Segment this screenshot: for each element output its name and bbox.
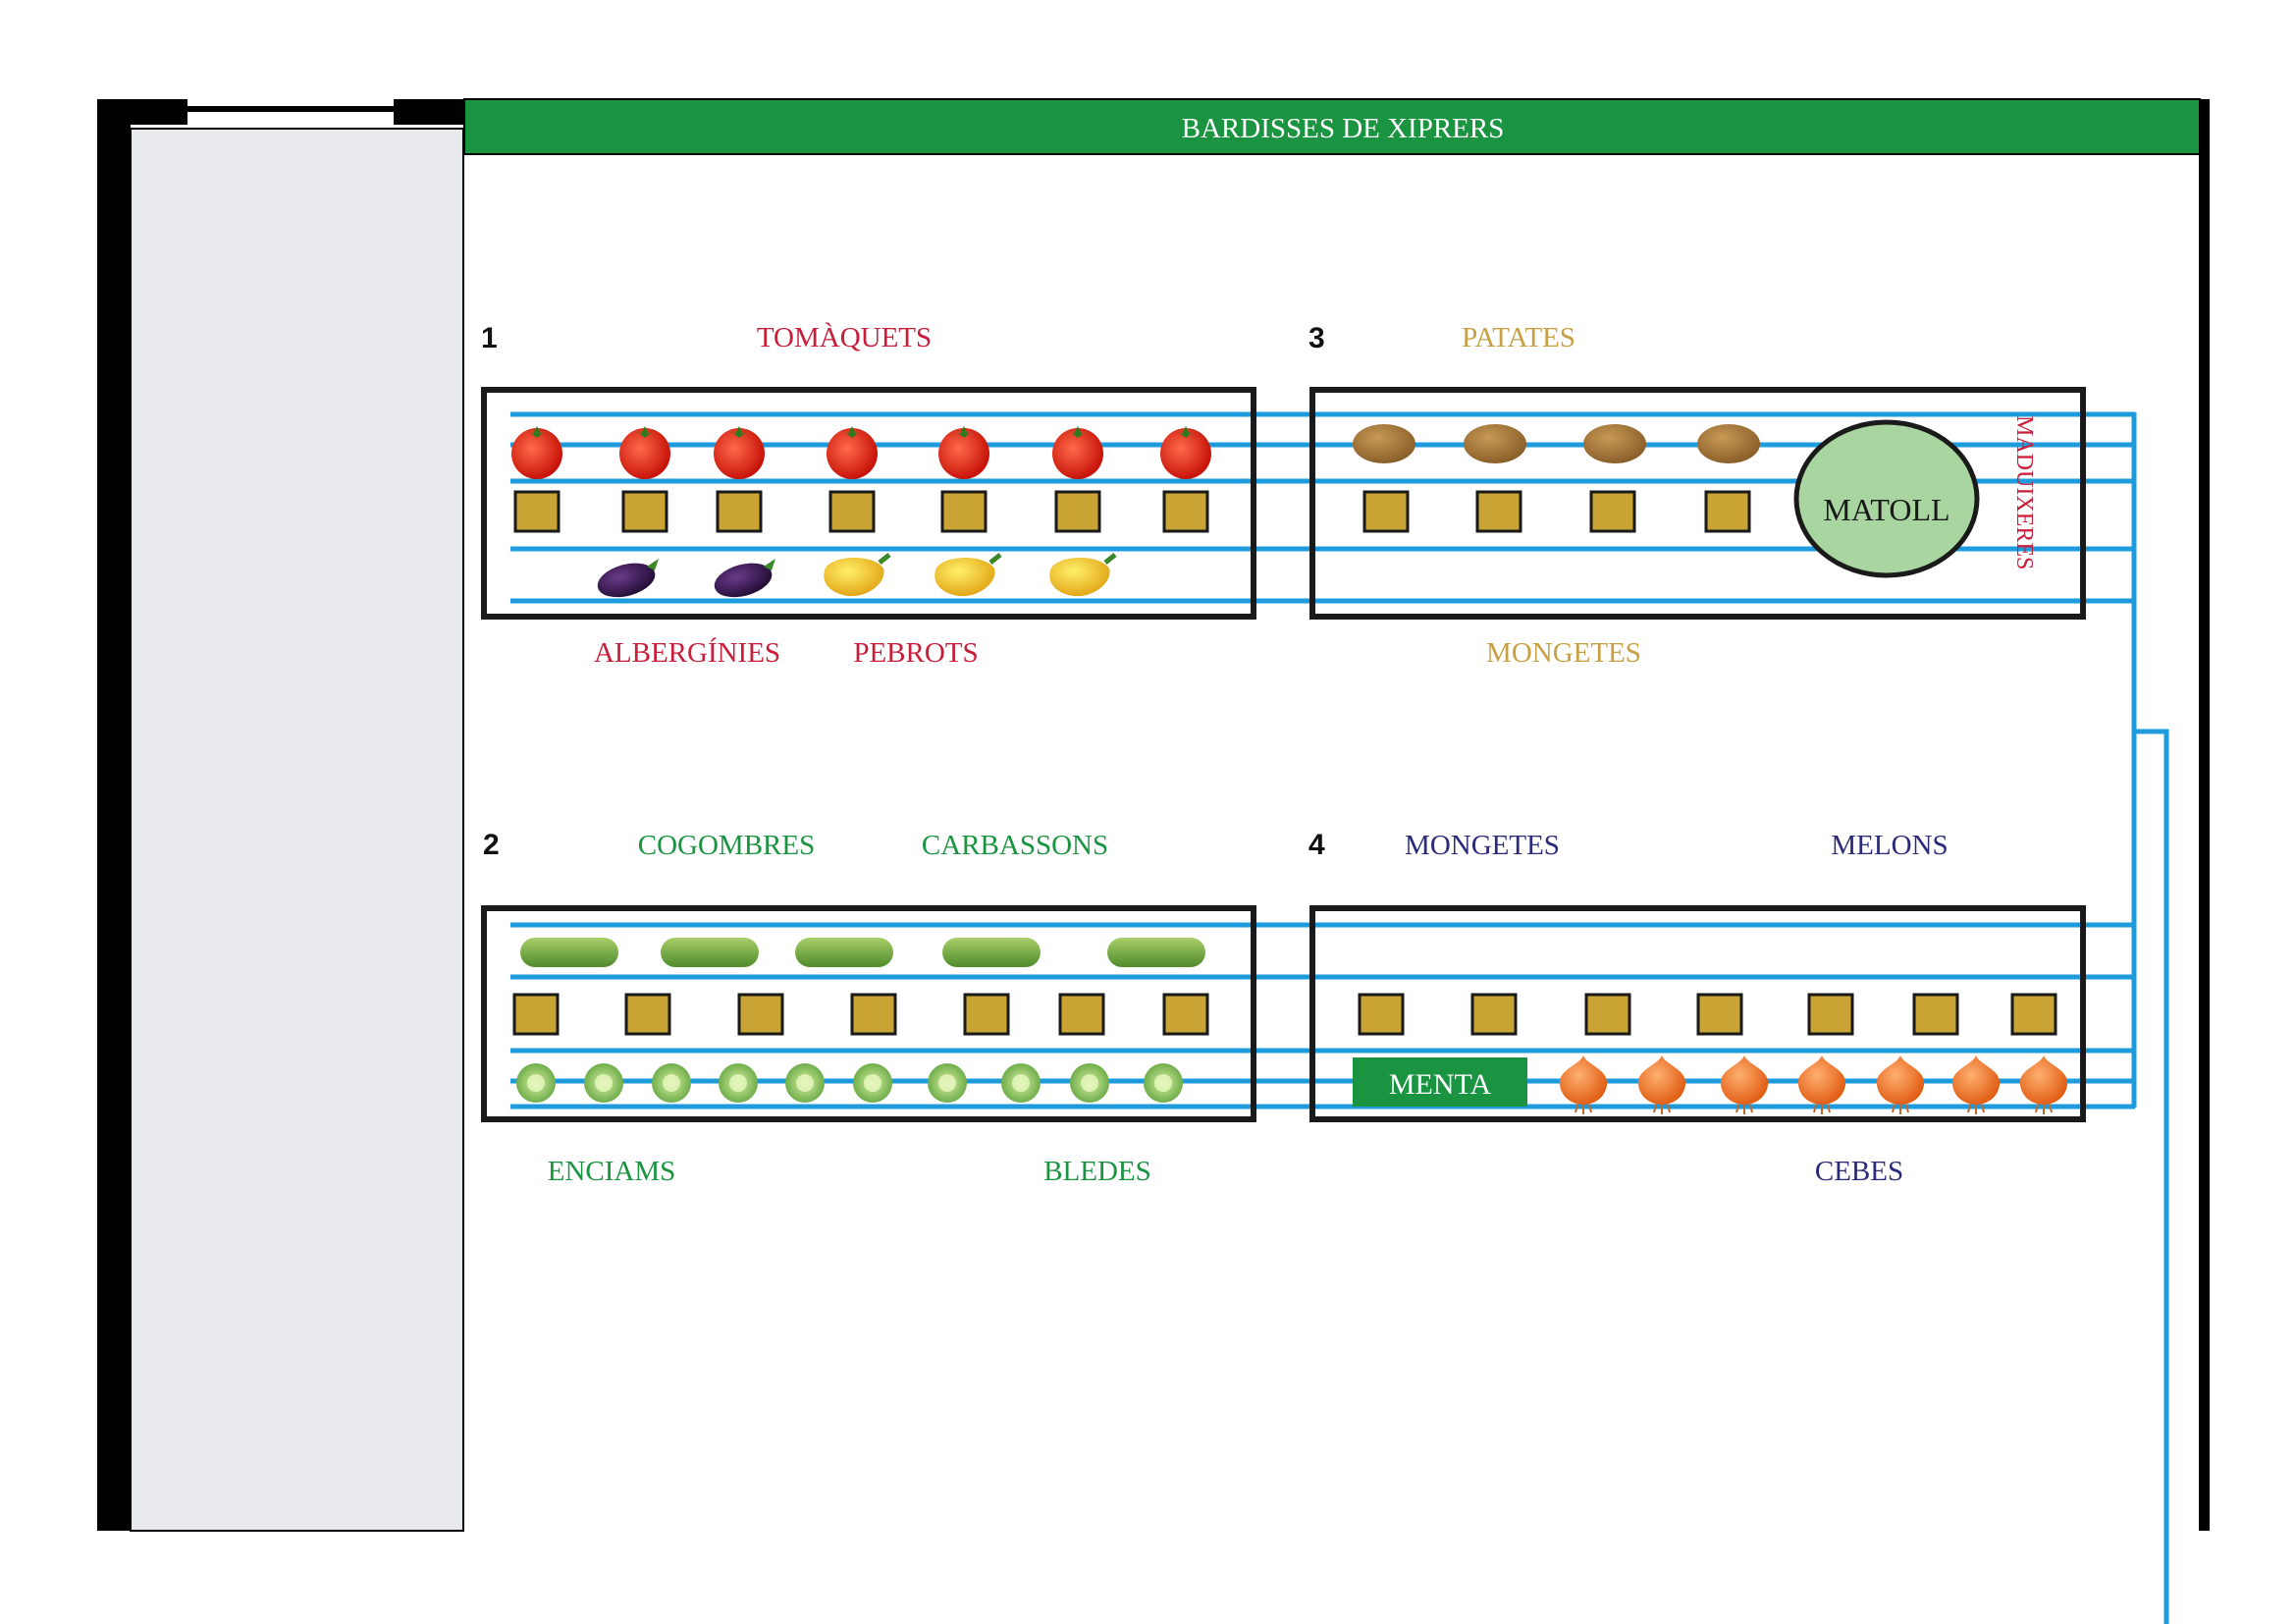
- stake-marker: [940, 490, 988, 533]
- onion-icon: [1797, 1056, 1846, 1114]
- label-mongetes-4: MONGETES: [1405, 830, 1560, 861]
- label-pebrots: PEBROTS: [853, 637, 978, 669]
- cucumber-icon: [520, 938, 618, 967]
- stake-marker: [1054, 490, 1101, 533]
- stake-marker: [1589, 490, 1636, 533]
- stake-marker: [850, 993, 897, 1036]
- tomato-icon: [511, 426, 562, 479]
- stake-marker: [1162, 993, 1209, 1036]
- onion-icon: [1720, 1056, 1769, 1114]
- bed-3-number: 3: [1308, 322, 1325, 354]
- bed-2-number: 2: [483, 829, 500, 861]
- stake-marker: [513, 490, 561, 533]
- cucumber-icon: [1107, 938, 1205, 967]
- eggplant-icon: [714, 559, 775, 598]
- lettuce-icon: [785, 1063, 825, 1103]
- right-wall: [2199, 99, 2210, 1531]
- lettuce-icon: [584, 1063, 623, 1103]
- stake-marker: [624, 993, 671, 1036]
- tomato-icon: [619, 426, 670, 479]
- stake-marker: [1058, 993, 1105, 1036]
- label-patates: PATATES: [1462, 322, 1575, 353]
- label-mongetes-3: MONGETES: [1486, 637, 1641, 669]
- stake-marker: [963, 993, 1010, 1036]
- top-wall-left: [97, 99, 187, 125]
- label-melons: MELONS: [1831, 830, 1948, 861]
- tomato-icon: [1052, 426, 1103, 479]
- header-title: BARDISSES DE XIPRERS: [1182, 113, 1505, 144]
- lettuce-icon: [1144, 1063, 1183, 1103]
- cucumber-icon: [795, 938, 893, 967]
- pepper-icon: [934, 553, 1002, 597]
- stake-marker: [1358, 993, 1405, 1036]
- header-bar: [463, 98, 2201, 155]
- stake-marker: [828, 490, 876, 533]
- bed-1-number: 1: [481, 322, 498, 354]
- potato-icon: [1464, 424, 1526, 463]
- lettuce-icon: [928, 1063, 967, 1103]
- lettuce-icon: [652, 1063, 691, 1103]
- stake-marker: [1704, 490, 1751, 533]
- bed-3-frame: [1309, 387, 2086, 620]
- onion-icon: [2019, 1056, 2068, 1114]
- eggplant-icon: [597, 559, 659, 598]
- tomato-icon: [938, 426, 989, 479]
- stake-marker: [1807, 993, 1854, 1036]
- pepper-icon: [824, 553, 891, 597]
- label-cebes: CEBES: [1815, 1156, 1903, 1187]
- onion-icon: [1951, 1056, 2001, 1114]
- irrigation-pipes: [510, 411, 2169, 1624]
- lettuce-icon: [1001, 1063, 1041, 1103]
- menta-label: MENTA: [1389, 1068, 1492, 1101]
- label-cogombres: COGOMBRES: [638, 830, 816, 861]
- onion-icon: [1637, 1056, 1686, 1114]
- bed-4-frame: [1309, 905, 2086, 1122]
- label-enciams: ENCIAMS: [548, 1156, 676, 1187]
- lettuce-icon: [516, 1063, 556, 1103]
- potato-icon: [1353, 424, 1415, 463]
- label-alberginies: ALBERGÍNIES: [594, 636, 780, 669]
- potato-icon: [1583, 424, 1646, 463]
- stake-marker: [512, 993, 560, 1036]
- stake-marker: [1584, 993, 1631, 1036]
- lettuce-icon: [853, 1063, 892, 1103]
- tomato-icon: [827, 426, 878, 479]
- tomato-icon: [1160, 426, 1211, 479]
- stake-marker: [1912, 993, 1959, 1036]
- onion-icon: [1559, 1056, 1608, 1114]
- cucumber-icon: [942, 938, 1041, 967]
- side-path: [130, 128, 464, 1532]
- bed-1-frame: [481, 387, 1256, 620]
- matoll-label: MATOLL: [1823, 492, 1949, 527]
- lettuce-icon: [1070, 1063, 1109, 1103]
- gate: [187, 106, 394, 112]
- potato-icon: [1697, 424, 1760, 463]
- stake-marker: [1475, 490, 1522, 533]
- left-wall: [97, 99, 131, 1531]
- cucumber-icon: [661, 938, 759, 967]
- stake-marker: [1362, 490, 1410, 533]
- menta-box: [1353, 1057, 1527, 1107]
- stake-marker: [1696, 993, 1743, 1036]
- lettuce-icon: [719, 1063, 758, 1103]
- plants: [511, 424, 2068, 1114]
- stake-marker: [737, 993, 784, 1036]
- label-maduixeres: MADUIXERES: [2011, 415, 2037, 569]
- stake-marker: [1470, 993, 1518, 1036]
- pepper-icon: [1049, 553, 1117, 597]
- matoll-shrub: [1793, 419, 1980, 578]
- stake-marker: [621, 490, 668, 533]
- label-carbassons: CARBASSONS: [922, 830, 1108, 861]
- stake-marker: [1162, 490, 1209, 533]
- bed-4-number: 4: [1308, 829, 1325, 861]
- label-tomaquets: TOMÀQUETS: [757, 321, 932, 353]
- stake-marker: [2010, 993, 2057, 1036]
- gate-post: [394, 99, 464, 125]
- onion-icon: [1876, 1056, 1925, 1114]
- stake-marker: [716, 490, 763, 533]
- tomato-icon: [714, 426, 765, 479]
- label-bledes: BLEDES: [1043, 1156, 1151, 1187]
- bed-2-frame: [481, 905, 1256, 1122]
